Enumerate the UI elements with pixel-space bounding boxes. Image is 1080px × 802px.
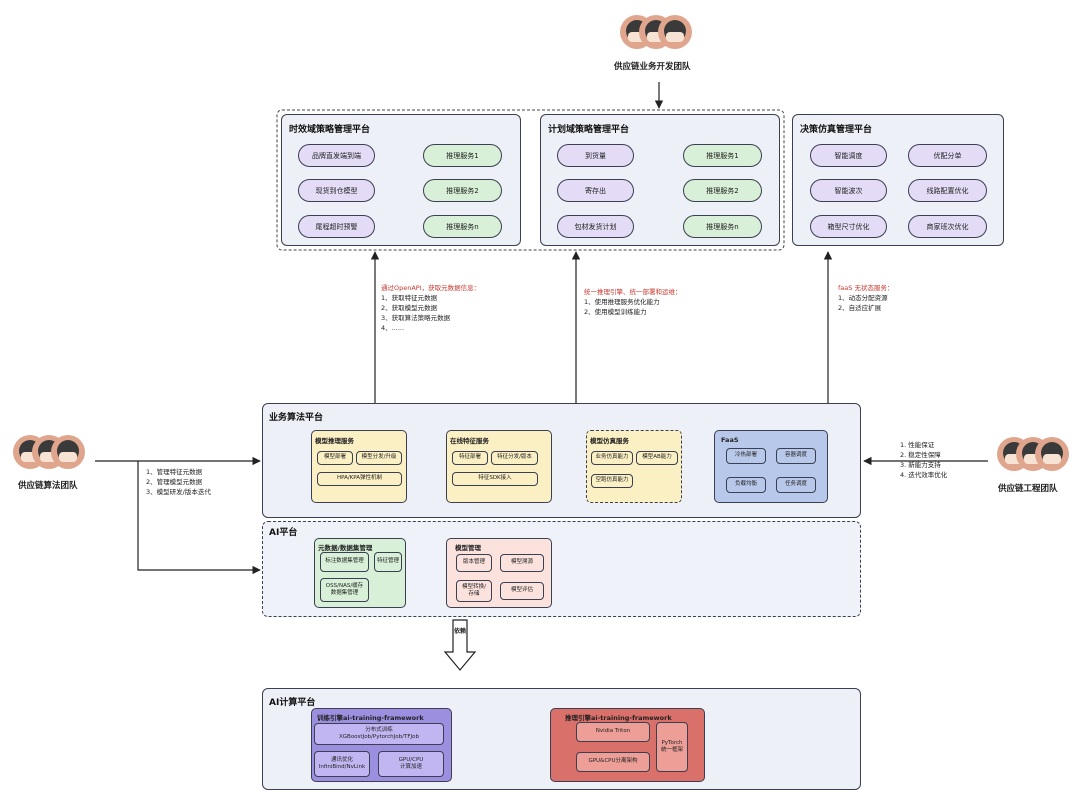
model-item: 模型转换/ 存储 [456, 580, 492, 602]
note-line: 3. 新能力支持 [900, 461, 941, 470]
platform-title: 决策仿真管理平台 [800, 125, 873, 135]
dependency-label: 依赖 [454, 628, 467, 635]
inference-pill: 推理服务2 [683, 179, 762, 202]
strategy-pill: 现货到仓模型 [298, 179, 375, 202]
inference-pill: 推理服务1 [423, 144, 502, 167]
model-item: 模型溯源 [500, 554, 544, 572]
faas-item: 容器调度 [776, 448, 816, 464]
team-eng [996, 432, 1070, 478]
simsvc-item: 模型AB能力 [636, 451, 678, 465]
module-title: 在线特征服务 [450, 437, 489, 445]
module-title: 元数据/数据集管理 [318, 544, 373, 552]
dashed-group [276, 109, 785, 251]
strategy-pill: 尾程超时预警 [298, 215, 375, 238]
module-title: FaaS [721, 436, 739, 444]
module-model-simulation: 模型仿真服务 [586, 430, 682, 503]
infer-engine-item: Nvidia Triton [576, 722, 650, 742]
infer-item: 模型分发/升级 [356, 451, 402, 465]
train-item: GPU/CPU 计算加速 [378, 751, 444, 777]
people-icon [997, 437, 1069, 471]
simulation-pill: 智能调度 [810, 144, 887, 167]
faas-item: 负载均衡 [726, 477, 766, 493]
strategy-pill: 到货量 [557, 144, 634, 167]
feature-item: 特征分发/版本 [491, 451, 538, 465]
team-biz [619, 10, 693, 56]
note-line: 2、使用模型训练能力 [584, 308, 647, 317]
infer-engine-item: PyTorch 统一框架 [656, 722, 688, 772]
inference-pill: 推理服务1 [683, 144, 762, 167]
note-line: 2. 稳定性保障 [900, 451, 941, 460]
model-item: 模型评估 [500, 582, 544, 600]
infer-engine-item: GPU&CPU分离架构 [576, 752, 650, 772]
dataset-item: 特征管理 [374, 552, 402, 572]
note-heading: 统一推理引擎、统一部署和运维： [584, 288, 682, 296]
note-line: 1、使用推理服务优化能力 [584, 298, 660, 307]
module-online-feature: 在线特征服务 [446, 430, 552, 503]
model-item: 版本管理 [456, 554, 492, 572]
module-model-inference: 模型推理服务 [311, 430, 407, 503]
platform-title: 计划域策略管理平台 [548, 125, 630, 135]
note-line: 2、管理模型元数据 [146, 478, 203, 487]
feature-item: 特征SDK接入 [452, 472, 538, 486]
inference-pill: 推理服务2 [423, 179, 502, 202]
simulation-pill: 智能波次 [810, 179, 887, 202]
faas-item: 任务调度 [776, 477, 816, 493]
simulation-pill: 商家班次优化 [908, 215, 987, 238]
team-algo [12, 430, 86, 476]
platform-title: 时效域策略管理平台 [289, 125, 371, 135]
note-line: 1、获取特征元数据 [381, 294, 438, 303]
inference-pill: 推理服务n [683, 215, 762, 238]
note-line: 1、动态分配资源 [838, 294, 888, 303]
note-line: 4、...... [381, 324, 405, 333]
note-faas: faaS 无状态服务： 1、动态分配资源 2、自适应扩展 [838, 283, 893, 313]
simulation-pill: 箱型尺寸优化 [810, 215, 887, 238]
faas-item: 冷热部署 [726, 448, 766, 464]
platform-title: AI计算平台 [269, 698, 316, 708]
simulation-pill: 优配分单 [908, 144, 987, 167]
note-line: 4. 迭代效率优化 [900, 471, 948, 480]
feature-item: 特征部署 [452, 451, 488, 465]
note-line: 1. 性能保证 [900, 441, 935, 449]
infer-item: HPA/KPA弹性机制 [317, 472, 402, 486]
simulation-pill: 线路配置优化 [908, 179, 987, 202]
strategy-pill: 品牌直发端到端 [298, 144, 375, 167]
module-title: 模型管理 [455, 544, 481, 552]
note-line: 2、自适应扩展 [838, 304, 882, 313]
train-item: 分布式训练 XGBoostJob/PytorchJob/TFJob [314, 723, 444, 745]
strategy-pill: 包材发货计划 [557, 215, 634, 238]
note-line: 3、模型研发/版本迭代 [146, 488, 211, 497]
dataset-item: 标注数据集管理 [320, 552, 369, 572]
team-algo-label: 供应链算法团队 [18, 481, 78, 491]
infer-item: 模型部署 [317, 451, 353, 465]
platform-title: 业务算法平台 [269, 413, 324, 423]
module-title: 模型推理服务 [315, 437, 354, 445]
people-icon [13, 435, 85, 469]
note-openapi: 通过OpenAPI，获取元数据信息： 1、获取特征元数据 2、获取模型元数据 3… [381, 283, 480, 333]
note-line: 1、管理特征元数据 [146, 468, 203, 476]
note-heading: 通过OpenAPI，获取元数据信息： [381, 284, 481, 292]
strategy-pill: 寄存出 [557, 179, 634, 202]
note-line: 3、获取算法策略元数据 [381, 314, 451, 323]
train-item: 通讯优化 InfiniBind/NvLink [314, 751, 370, 777]
simsvc-item: 业务仿真能力 [591, 451, 633, 465]
platform-title: AI平台 [269, 528, 298, 538]
note-unified: 统一推理引擎、统一部署和运维： 1、使用推理服务优化能力 2、使用模型训练能力 [584, 287, 682, 317]
team-eng-label: 供应链工程团队 [998, 484, 1058, 494]
people-icon [620, 15, 692, 49]
note-eng-team: 1. 性能保证 2. 稳定性保障 3. 新能力支持 4. 迭代效率优化 [900, 440, 947, 480]
module-title: 训练引擎ai-training-framework [317, 714, 424, 722]
module-title: 模型仿真服务 [590, 437, 629, 445]
simsvc-item: 空跑仿真能力 [591, 474, 633, 488]
arrow-algo-to-ai [137, 461, 261, 575]
team-biz-label: 供应链业务开发团队 [614, 62, 691, 72]
note-heading: faaS 无状态服务： [838, 284, 894, 292]
note-algo-team: 1、管理特征元数据 2、管理模型元数据 3、模型研发/版本迭代 [146, 467, 211, 497]
module-title: 推理引擎ai-training-framework [565, 714, 672, 722]
note-line: 2、获取模型元数据 [381, 304, 438, 313]
inference-pill: 推理服务n [423, 215, 502, 238]
dataset-item: OSS/NAS/缓存 数据集管理 [320, 578, 369, 602]
dependency-arrow [443, 619, 477, 671]
